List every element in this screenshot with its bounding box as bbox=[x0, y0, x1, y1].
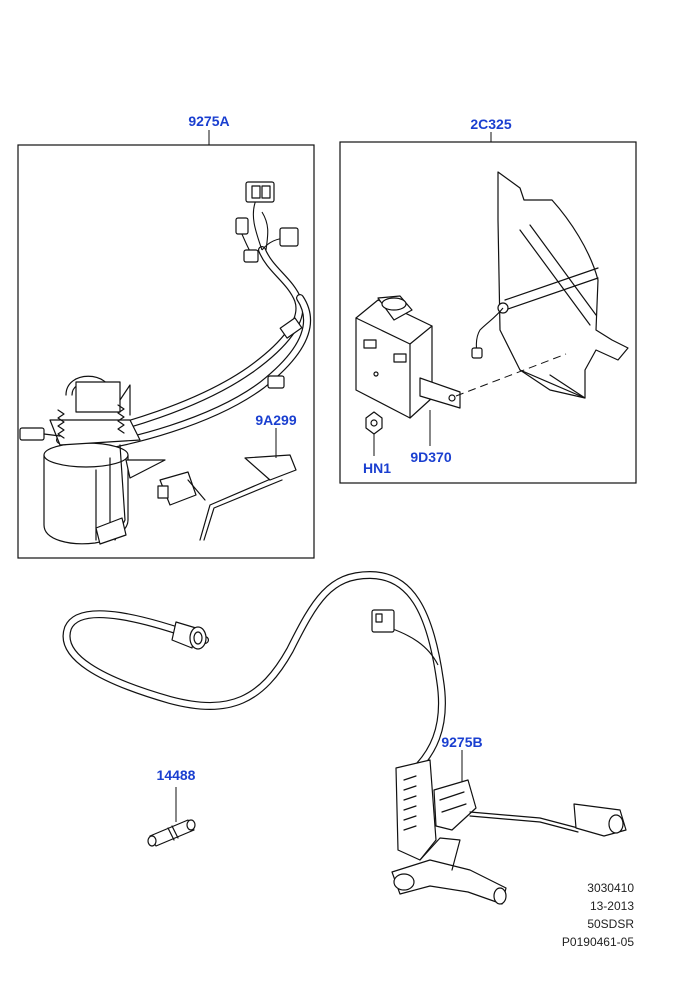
panel-pump-module-a bbox=[17, 144, 315, 559]
reference-code-2: 13-2013 bbox=[589, 899, 634, 913]
callout-2c325[interactable]: 2C325 bbox=[470, 116, 511, 132]
reference-code-4: P0190461-05 bbox=[561, 935, 634, 949]
connector-pin-drawing bbox=[147, 819, 196, 847]
bracket-and-module-drawing bbox=[355, 171, 629, 435]
reference-code-1: 3030410 bbox=[587, 881, 634, 895]
fuel-pump-module-b-drawing bbox=[62, 571, 627, 905]
fuel-pump-module-a-drawing bbox=[19, 181, 312, 545]
panel-bracket bbox=[339, 141, 637, 484]
callout-hn1[interactable]: HN1 bbox=[363, 460, 391, 476]
callout-14488[interactable]: 14488 bbox=[157, 767, 196, 783]
callout-9d370[interactable]: 9D370 bbox=[410, 449, 451, 465]
reference-code-3: 50SDSR bbox=[587, 917, 634, 931]
callout-9275b[interactable]: 9275B bbox=[441, 734, 482, 750]
callout-9275a[interactable]: 9275A bbox=[188, 113, 229, 129]
callout-9a299[interactable]: 9A299 bbox=[255, 412, 296, 428]
